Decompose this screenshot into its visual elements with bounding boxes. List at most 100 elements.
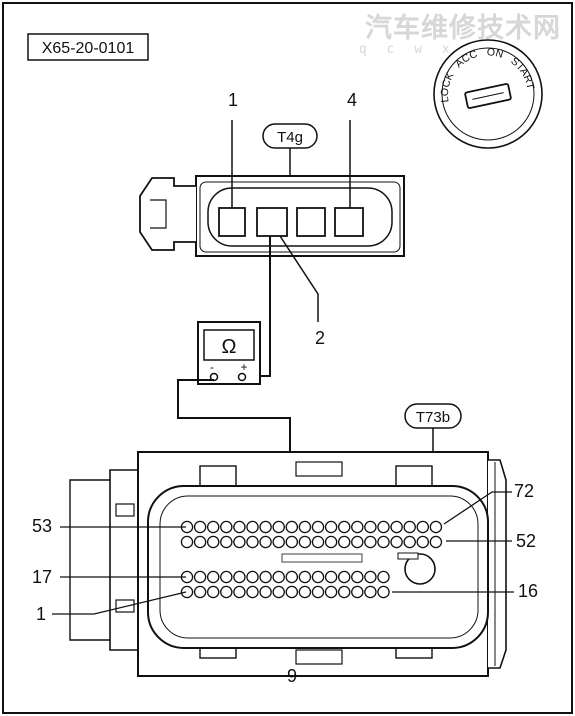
t4g-pin-4 — [334, 207, 364, 237]
t73b-pin — [337, 585, 351, 599]
t73b-pin — [324, 520, 338, 534]
connector-t4g-label: T4g — [277, 129, 303, 146]
t73b-pin — [272, 520, 285, 534]
t73b-pin — [259, 535, 272, 549]
t73b-pin — [206, 570, 220, 584]
t73b-pin-label-72: 72 — [514, 481, 534, 501]
t73b-pin — [246, 570, 259, 584]
t73b-pin — [298, 520, 312, 534]
t73b-pin — [193, 585, 207, 599]
t73b-pin — [233, 520, 246, 534]
t73b-pin-label-53: 53 — [32, 516, 52, 536]
t73b-pin — [416, 520, 430, 534]
t73b-pin — [377, 570, 390, 584]
t73b-pin — [206, 535, 220, 549]
t73b-pin — [311, 520, 325, 534]
t73b-pin — [324, 570, 338, 584]
t73b-pin — [285, 585, 299, 599]
t73b-pin — [272, 535, 285, 549]
t73b-pin — [390, 535, 403, 549]
t73b-pin — [403, 520, 416, 534]
t73b-pin — [351, 585, 364, 599]
t73b-pin-label-16: 16 — [518, 581, 538, 601]
t4g-pin-3 — [296, 207, 326, 237]
t73b-pin — [272, 570, 285, 584]
t73b-pin — [259, 570, 272, 584]
t73b-pin — [337, 570, 351, 584]
figure-id-box: X65-20-0101 — [27, 33, 149, 61]
t73b-pin — [364, 570, 377, 584]
t73b-pin — [220, 585, 233, 599]
t73b-pin-label-1: 1 — [36, 604, 46, 624]
t73b-pin — [206, 520, 220, 534]
t73b-pin — [233, 585, 246, 599]
t73b-pin — [206, 585, 220, 599]
ohmmeter-plus-terminal — [237, 372, 247, 382]
t73b-pin — [390, 520, 403, 534]
t73b-pin — [377, 520, 390, 534]
t73b-pin — [429, 520, 443, 534]
t73b-pin — [180, 535, 194, 549]
t73b-pin-labels: 53 72 17 52 1 16 9 — [32, 481, 538, 686]
t73b-pin — [285, 520, 299, 534]
ignition-key-switch-icon: LOCK ACC ON START — [433, 39, 543, 149]
t73b-pin — [298, 570, 312, 584]
t73b-pin — [246, 535, 259, 549]
t73b-pin — [364, 520, 377, 534]
t73b-pin-label-17: 17 — [32, 567, 52, 587]
t73b-pin — [377, 535, 390, 549]
t73b-pin — [351, 570, 364, 584]
t73b-pin — [311, 570, 325, 584]
t73b-pin — [364, 585, 377, 599]
watermark-text: 汽车维修技术网 — [365, 13, 561, 44]
t73b-pin — [429, 535, 443, 549]
ohmmeter-plus: + — [240, 360, 247, 374]
connector-t73b: T73b — [69, 403, 507, 677]
t73b-pin — [311, 585, 325, 599]
t4g-pin-2 — [256, 207, 288, 237]
t73b-pin — [246, 585, 259, 599]
t73b-pin — [220, 520, 233, 534]
connector-t4g: T4g 1 4 2 — [139, 90, 405, 348]
ohmmeter-symbol: Ω — [222, 336, 237, 358]
t73b-pin — [193, 535, 207, 549]
t73b-pin — [311, 535, 325, 549]
t73b-pin — [337, 535, 351, 549]
t73b-pin — [351, 520, 364, 534]
t73b-pin — [324, 585, 338, 599]
t73b-pin — [193, 570, 207, 584]
t73b-pin — [259, 585, 272, 599]
t4g-pin-label-1: 1 — [228, 90, 238, 110]
t73b-pin — [351, 535, 364, 549]
t73b-pin — [298, 585, 312, 599]
t73b-pin — [220, 535, 233, 549]
connector-t73b-label: T73b — [416, 409, 450, 426]
t73b-pin — [272, 585, 285, 599]
t4g-pin-1 — [218, 207, 246, 237]
t73b-pin-field — [180, 520, 443, 599]
t4g-pin-label-4: 4 — [347, 90, 357, 110]
t73b-pin — [377, 585, 390, 599]
figure-id: X65-20-0101 — [42, 40, 135, 57]
t73b-pin — [416, 535, 430, 549]
t73b-pin — [324, 535, 338, 549]
t73b-pin — [233, 535, 246, 549]
t73b-pin — [246, 520, 259, 534]
t73b-keying-hole — [404, 553, 436, 585]
t73b-pin — [180, 585, 194, 599]
t73b-pin — [364, 535, 377, 549]
t73b-pin — [337, 520, 351, 534]
ohmmeter-minus: - — [210, 360, 214, 374]
t73b-pin — [259, 520, 272, 534]
t73b-pin — [298, 535, 312, 549]
t4g-pin-label-2: 2 — [315, 328, 325, 348]
t73b-pin-label-9: 9 — [287, 666, 297, 686]
ohmmeter-icon: Ω - + — [197, 321, 261, 385]
t73b-pin — [193, 520, 207, 534]
t73b-pin — [233, 570, 246, 584]
t73b-pin — [285, 535, 299, 549]
t73b-pin — [220, 570, 233, 584]
t73b-pin — [403, 535, 416, 549]
t73b-pin-label-52: 52 — [516, 531, 536, 551]
